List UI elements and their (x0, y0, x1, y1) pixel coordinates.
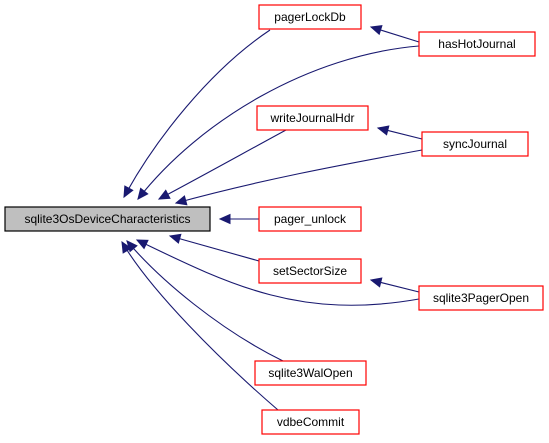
node-box (418, 285, 544, 311)
arrowhead (168, 233, 182, 244)
node-sqlite3WalOpen[interactable]: sqlite3WalOpen (254, 360, 367, 386)
node-label: sqlite3PagerOpen (433, 291, 529, 305)
edge-sqlite3PagerOpen-to-setSectorSize (369, 277, 420, 293)
node-root[interactable]: sqlite3OsDeviceCharacteristics (4, 206, 211, 232)
edge-pager_unlock-to-root (218, 213, 259, 225)
arrowhead (157, 189, 171, 200)
edge-syncJournal-to-writeJournalHdr (376, 125, 423, 140)
node-writeJournalHdr[interactable]: writeJournalHdr (256, 105, 369, 131)
root-node-box (4, 206, 211, 232)
node-label: pagerLockDb (274, 10, 346, 24)
nodes-layer: sqlite3OsDeviceCharacteristics pagerLockD… (4, 4, 544, 435)
arrowhead (369, 277, 383, 288)
edge-pagerLockDb-to-root (123, 29, 271, 199)
arrowhead (174, 195, 188, 206)
node-label: hasHotJournal (438, 37, 515, 51)
node-label: pager_unlock (274, 212, 347, 226)
node-label: sqlite3WalOpen (268, 366, 352, 380)
arrowhead (135, 239, 149, 250)
node-box (258, 206, 362, 232)
edge-sqlite3PagerOpen-to-root (135, 239, 420, 306)
node-vdbeCommit[interactable]: vdbeCommit (261, 409, 360, 435)
node-sqlite3PagerOpen[interactable]: sqlite3PagerOpen (418, 285, 544, 311)
node-hasHotJournal[interactable]: hasHotJournal (418, 31, 536, 57)
arrowhead (376, 125, 390, 136)
edge-hasHotJournal-to-pagerLockDb (369, 25, 420, 43)
edge-line (158, 129, 287, 200)
node-label: vdbeCommit (277, 415, 345, 429)
node-box (258, 4, 362, 30)
edge-line (126, 240, 284, 362)
edge-syncJournal-to-root (174, 149, 423, 206)
edge-line (136, 239, 420, 306)
node-setSectorSize[interactable]: setSectorSize (258, 258, 362, 284)
edge-vdbeCommit-to-root (121, 240, 279, 411)
edge-line (169, 235, 260, 262)
arrowhead (218, 213, 231, 225)
node-box (258, 258, 362, 284)
arrowhead (123, 185, 134, 199)
node-box (421, 131, 529, 157)
edge-setSectorSize-to-root (168, 233, 260, 262)
node-label: writeJournalHdr (269, 111, 354, 125)
edge-line (123, 29, 271, 198)
arrowhead (369, 25, 383, 36)
node-label: setSectorSize (273, 264, 347, 278)
node-label: syncJournal (443, 137, 507, 151)
edge-line (137, 45, 420, 200)
node-syncJournal[interactable]: syncJournal (421, 131, 529, 157)
edge-line (121, 241, 279, 411)
edges-layer (121, 25, 423, 411)
edge-hasHotJournal-to-root (137, 45, 420, 200)
node-box (261, 409, 360, 435)
edge-writeJournalHdr-to-root (157, 129, 287, 200)
arrowhead (121, 240, 132, 254)
node-pager_unlock[interactable]: pager_unlock (258, 206, 362, 232)
node-box (256, 105, 369, 131)
node-pagerLockDb[interactable]: pagerLockDb (258, 4, 362, 30)
node-box (418, 31, 536, 57)
arrowhead (137, 187, 149, 200)
node-box (254, 360, 367, 386)
node-label: sqlite3OsDeviceCharacteristics (24, 212, 190, 226)
edge-line (175, 149, 423, 204)
